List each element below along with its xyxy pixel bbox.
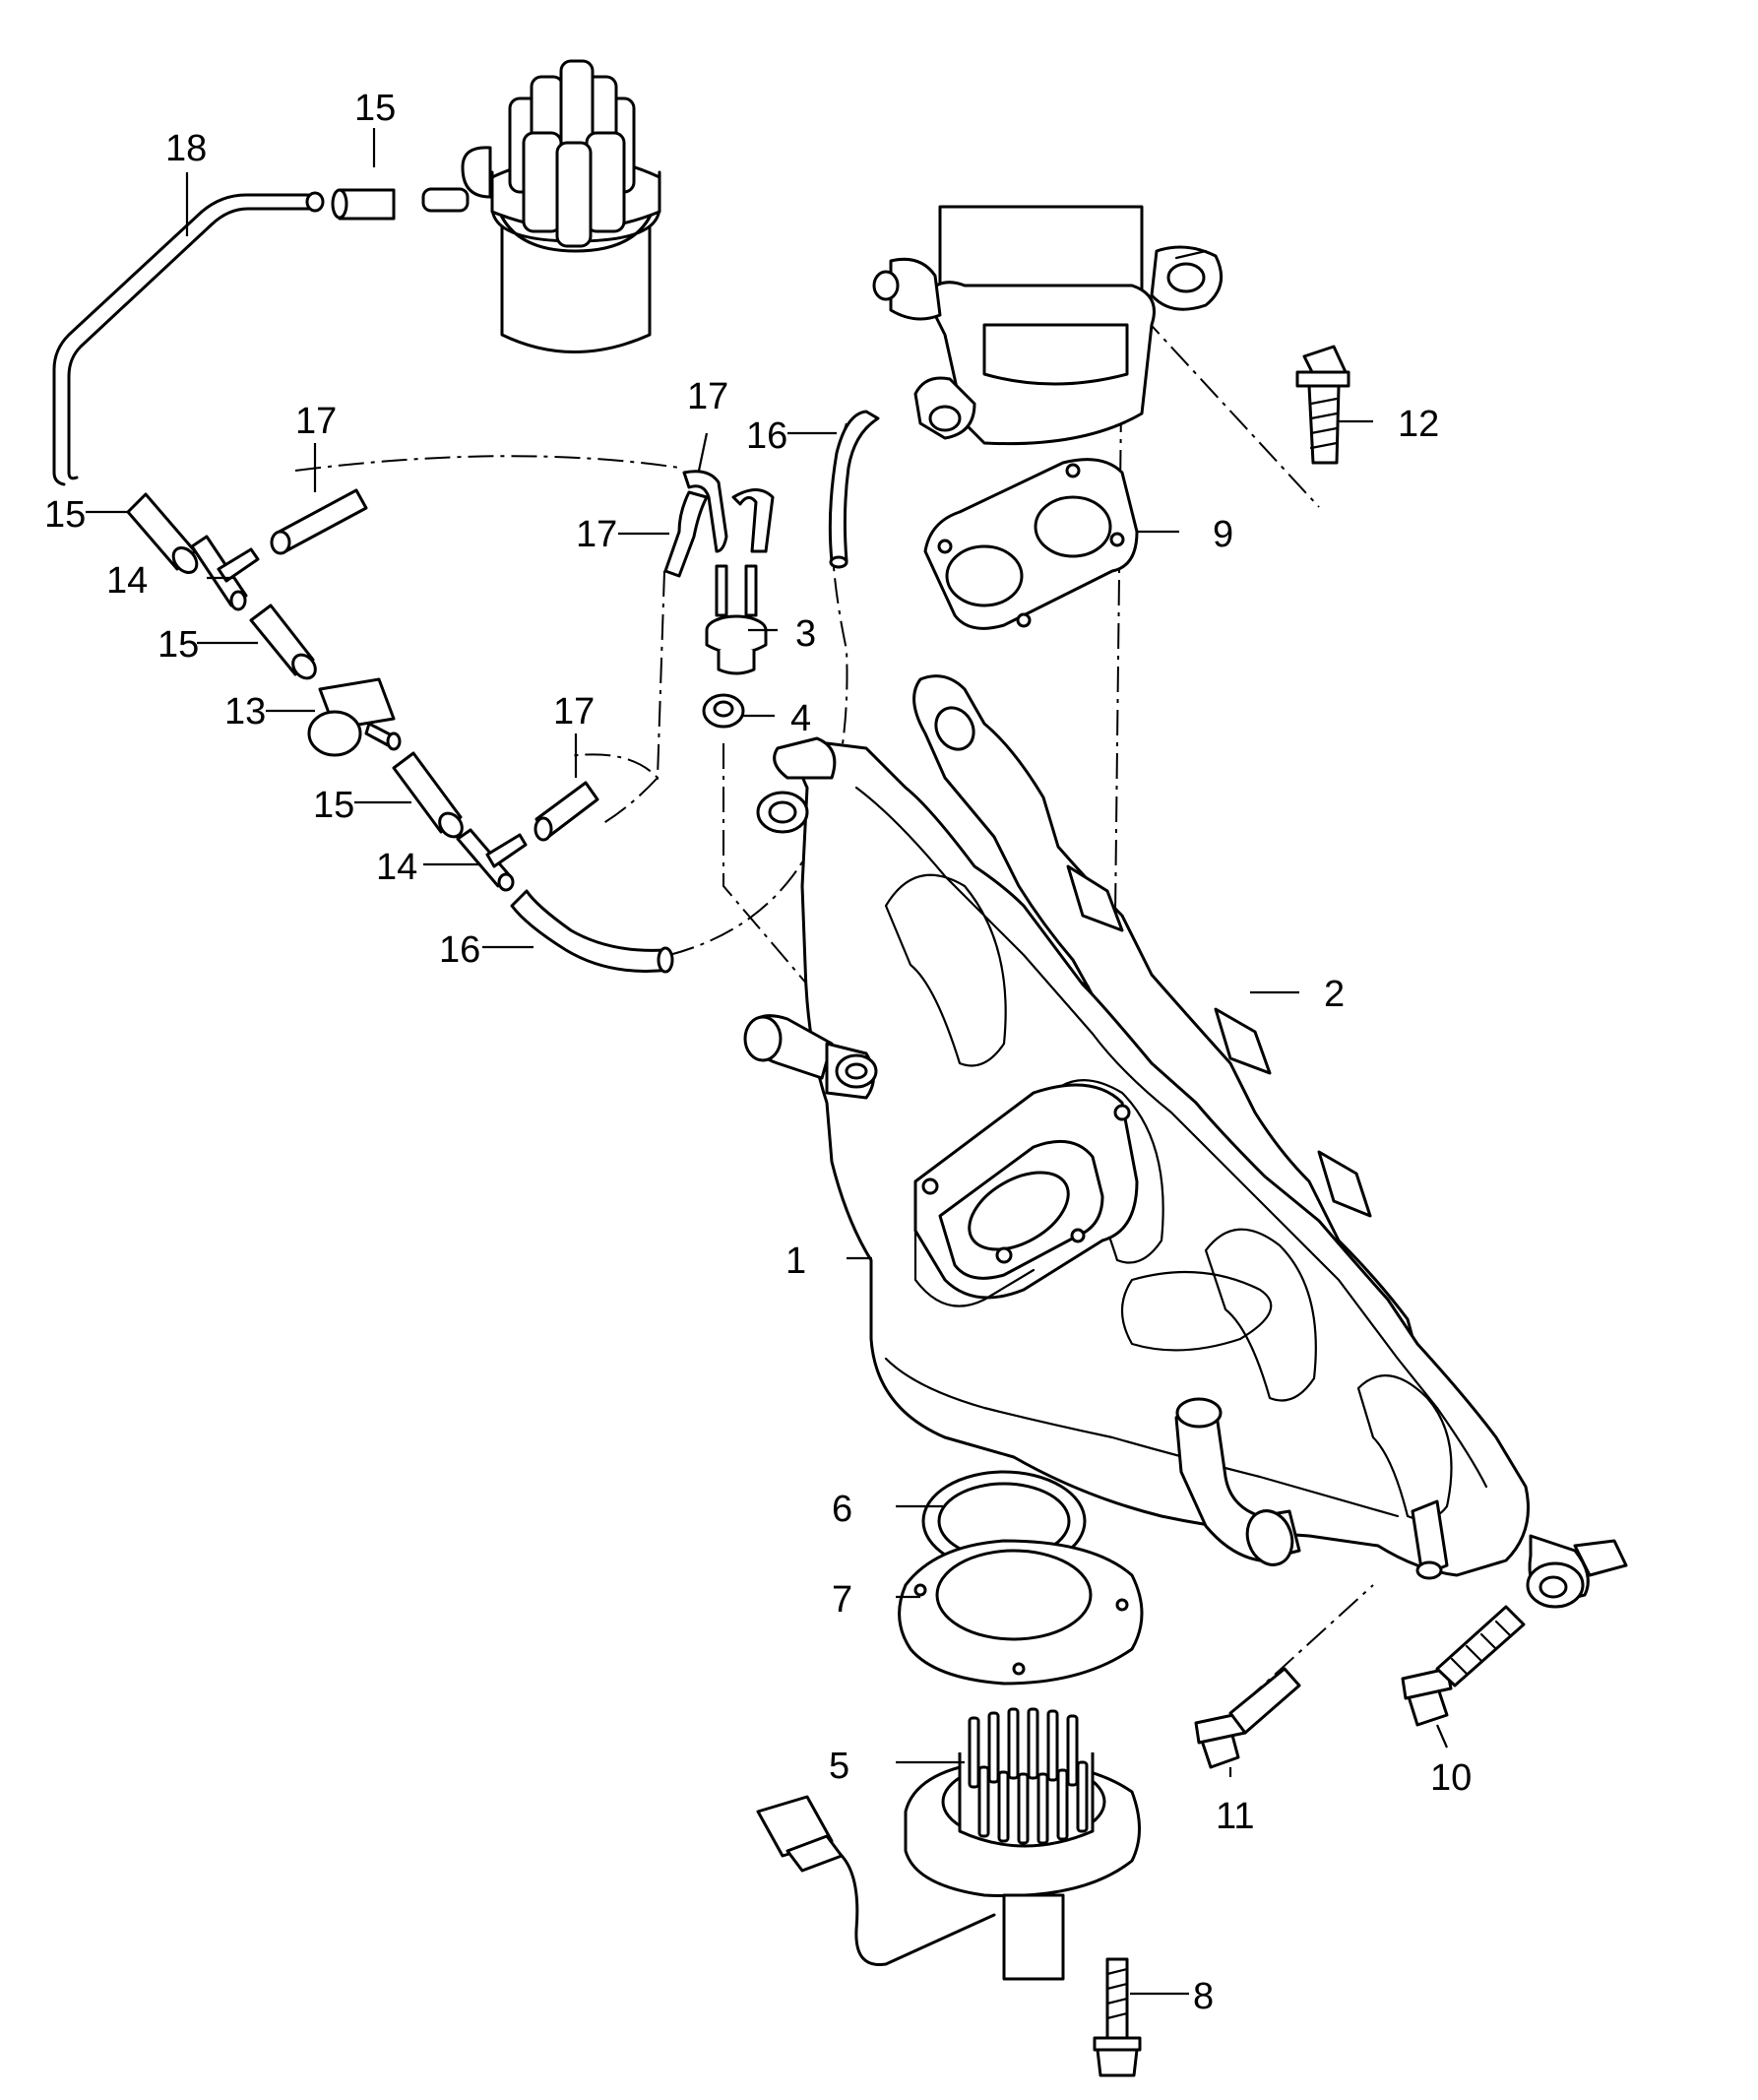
callout-15-lower: 15 [313, 785, 354, 826]
hoses-17-vacuum-switch [663, 470, 775, 578]
hose-16-upper [828, 410, 880, 569]
callout-14-upper: 14 [106, 560, 148, 602]
callout-2: 2 [1324, 974, 1345, 1015]
distributor [421, 59, 661, 353]
callout-17-left: 17 [295, 401, 337, 442]
callout-9: 9 [1213, 514, 1233, 555]
callout-17-lower: 17 [553, 691, 595, 732]
callout-6: 6 [832, 1489, 852, 1530]
vacuum-switch-3 [705, 564, 768, 675]
hose-18 [52, 191, 325, 486]
callout-8: 8 [1193, 1976, 1214, 2017]
bolt-8 [1093, 1957, 1142, 2077]
callout-18: 18 [165, 128, 207, 169]
tee-14-lower [456, 828, 528, 892]
callout-14-lower: 14 [376, 847, 417, 888]
hose-15-mid [249, 604, 317, 680]
callout-labels: 1 2 3 4 5 6 7 8 9 10 11 12 13 14 14 15 1… [44, 88, 1472, 2017]
bolt-12 [1295, 345, 1350, 465]
hose-15-lower [392, 751, 464, 839]
callout-5: 5 [829, 1746, 849, 1787]
hose-17-left [270, 488, 368, 555]
callout-15-left: 15 [44, 494, 86, 536]
callout-15-top: 15 [354, 88, 396, 129]
flange-7 [898, 1539, 1144, 1686]
bolt-11 [1194, 1667, 1301, 1769]
hose-15-top [331, 188, 396, 221]
callout-16-lower: 16 [439, 929, 480, 971]
callout-17-mid: 17 [576, 514, 617, 555]
hose-17-lower [534, 781, 599, 842]
bolt-10 [1401, 1605, 1526, 1727]
gasket-9 [923, 458, 1139, 630]
callout-12: 12 [1398, 404, 1439, 445]
callout-3: 3 [795, 613, 816, 655]
hose-15-left [126, 492, 199, 575]
tee-14-upper [190, 535, 260, 611]
callout-1: 1 [785, 1241, 806, 1282]
washer-4 [702, 693, 745, 729]
valve-13 [307, 677, 402, 757]
leader-lines [86, 128, 1449, 1996]
callout-7: 7 [832, 1579, 852, 1621]
hose-16-lower [510, 889, 674, 974]
sensor-5 [756, 1707, 1141, 1981]
callout-11: 11 [1216, 1796, 1254, 1837]
callout-16-upper: 16 [746, 415, 787, 457]
intake-manifold-1 [743, 736, 1628, 1609]
callout-10: 10 [1430, 1757, 1472, 1799]
callout-17-top: 17 [687, 376, 728, 417]
callout-4: 4 [790, 698, 811, 739]
throttle-body [872, 205, 1224, 446]
callout-15-mid: 15 [157, 624, 199, 666]
callout-13: 13 [224, 691, 266, 732]
